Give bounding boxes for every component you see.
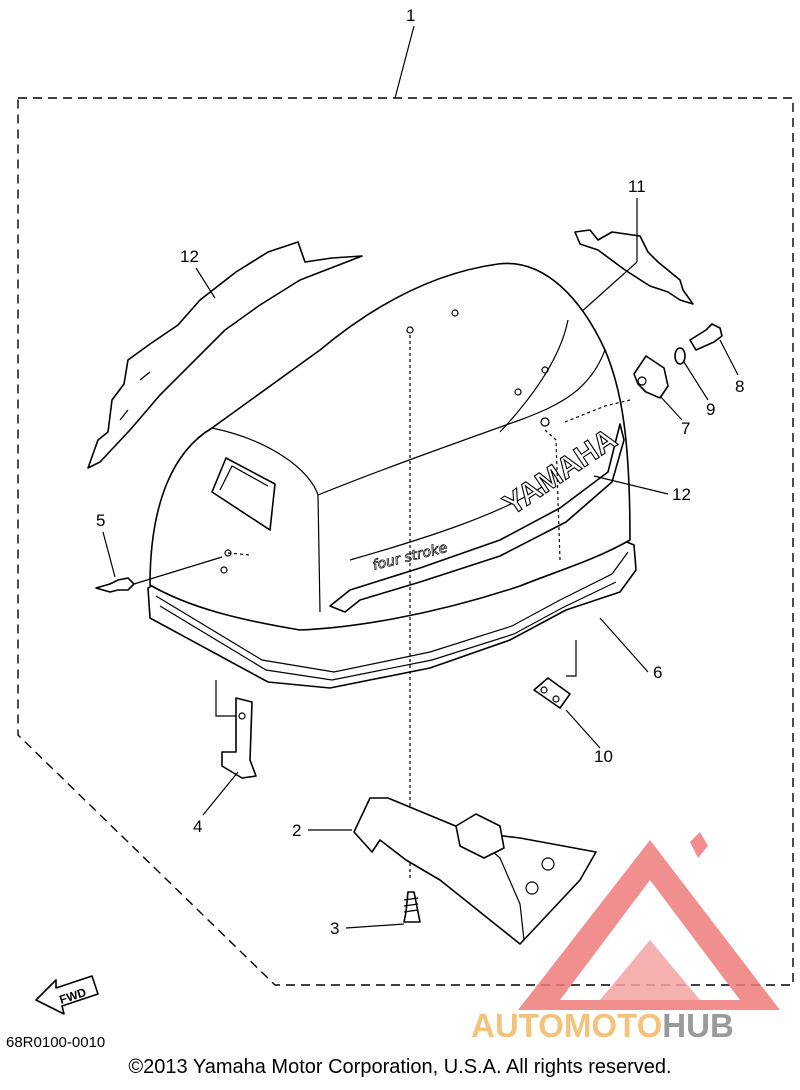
alignment-line-right <box>544 429 561 561</box>
brand-decal <box>329 423 625 613</box>
rivet-pin <box>95 577 135 593</box>
callout-2: 2 <box>292 821 301 840</box>
hole <box>514 388 522 396</box>
callout-4: 4 <box>193 817 202 836</box>
part-code: 68R0100-0010 <box>6 1034 106 1051</box>
callout-3: 3 <box>330 919 339 938</box>
leader-3 <box>345 923 405 929</box>
bracket-hole <box>238 712 246 720</box>
callout-12b: 12 <box>672 485 691 504</box>
grommet-hole <box>552 695 560 703</box>
copyright-notice: ©2013 Yamaha Motor Corporation, U.S.A. A… <box>128 1056 672 1078</box>
hole <box>451 309 459 317</box>
cowling-groove <box>349 484 546 561</box>
watermark-part1: AUTOMOTO <box>471 1007 662 1044</box>
callout-9: 9 <box>706 400 715 419</box>
automotohub-logo-icon <box>518 832 780 1010</box>
side-decal-right <box>574 229 694 305</box>
grommet <box>533 677 571 709</box>
leader-12b <box>593 475 669 495</box>
latch-bracket <box>633 355 669 399</box>
leader-10 <box>565 709 601 749</box>
lower-mount-hole <box>525 881 539 895</box>
washer <box>674 347 686 365</box>
decal-left-detail <box>119 371 151 421</box>
bracket <box>221 697 257 779</box>
leader-10-bracket <box>566 640 577 677</box>
screw-thread <box>403 897 419 913</box>
air-intake-inner <box>219 465 269 491</box>
leader-8 <box>719 339 739 376</box>
alignment-line-pin <box>227 552 251 556</box>
leader-1 <box>394 25 415 99</box>
callout-12a: 12 <box>180 247 199 266</box>
grommet-hole <box>540 686 548 694</box>
lower-mount-ridge <box>387 797 525 941</box>
alignment-line-latch <box>564 399 631 423</box>
assembly-boundary <box>17 97 794 986</box>
latch-hole <box>637 376 647 386</box>
leader-9 <box>683 361 709 401</box>
watermark-part2: HUB <box>662 1007 734 1044</box>
cowling-lip-line <box>155 551 629 673</box>
cowling-crease <box>499 319 569 433</box>
callout-8: 8 <box>735 377 744 396</box>
callout-11: 11 <box>628 177 646 196</box>
hole <box>406 326 414 334</box>
leader-12a <box>195 267 216 299</box>
lower-mount-socket <box>455 813 505 859</box>
leader-4 <box>202 771 239 816</box>
hole <box>541 366 549 374</box>
leader-6 <box>599 617 649 673</box>
leader-7 <box>659 395 683 421</box>
hole <box>220 566 228 574</box>
bolt <box>689 323 723 351</box>
fwd-arrow-icon: FWD <box>35 975 99 1015</box>
callout-5: 5 <box>96 511 105 530</box>
leader-4-bracket <box>215 680 236 717</box>
cowling-front-edge <box>211 427 321 613</box>
callout-10: 10 <box>594 747 613 766</box>
callout-6: 6 <box>653 663 662 682</box>
leader-5b <box>133 556 223 585</box>
air-intake <box>211 457 276 531</box>
lower-mount-hole <box>541 857 555 871</box>
side-decal-left <box>87 241 363 469</box>
cowling-lip-line-2 <box>159 581 617 681</box>
leader-5 <box>102 531 116 578</box>
callout-7: 7 <box>681 419 690 438</box>
screw <box>403 891 421 923</box>
watermark-wordmark: AUTOMOTOHUB <box>471 1007 734 1044</box>
hole <box>540 417 550 427</box>
callout-1: 1 <box>406 6 415 25</box>
